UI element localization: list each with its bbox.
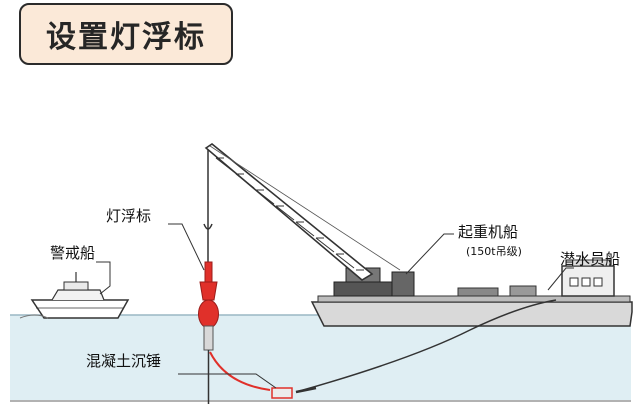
crane-hook bbox=[203, 223, 213, 230]
label-crane-ship: 起重机船 bbox=[458, 223, 518, 241]
guard-boat-illustration bbox=[19, 272, 130, 319]
water-body bbox=[10, 315, 631, 400]
label-crane-capacity: (150t吊级) bbox=[466, 245, 522, 258]
diver-hose bbox=[295, 299, 557, 393]
mooring-chain bbox=[209, 351, 271, 391]
light-buoy-illustration bbox=[198, 261, 219, 404]
diver-boat-leader-line bbox=[547, 267, 574, 291]
buoy-leader-line bbox=[168, 223, 205, 271]
crane-boom bbox=[204, 143, 401, 281]
label-diver-boat: 潜水员船 bbox=[560, 250, 620, 268]
diver-figure bbox=[295, 386, 317, 394]
crane-ship-leader-line bbox=[405, 233, 454, 275]
label-light-buoy: 灯浮标 bbox=[106, 207, 151, 225]
sinker-leader-line bbox=[178, 373, 277, 389]
page-title: 设置灯浮标 bbox=[46, 20, 206, 55]
label-guard-boat: 警戒船 bbox=[50, 244, 95, 262]
concrete-sinker-illustration bbox=[271, 387, 293, 399]
label-concrete-sinker: 混凝土沉锤 bbox=[86, 352, 161, 370]
title-box: 设置灯浮标 bbox=[19, 3, 233, 65]
guard-boat-leader-line bbox=[96, 261, 111, 295]
